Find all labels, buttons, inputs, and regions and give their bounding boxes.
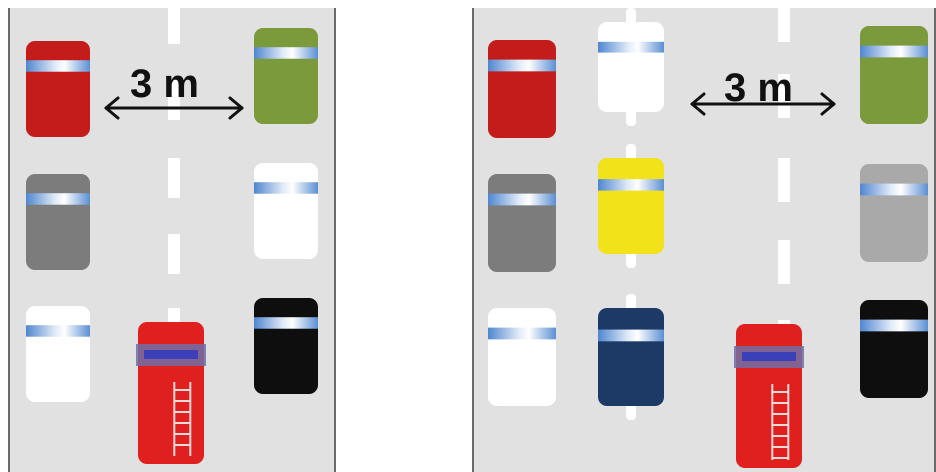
car-body	[860, 164, 928, 262]
road-diagram-right: 3 m	[472, 8, 936, 472]
windshield	[254, 182, 318, 194]
lane-dash	[168, 8, 180, 44]
car-body	[254, 28, 318, 124]
car-body	[488, 308, 556, 406]
motorcycle-yellow	[598, 144, 664, 268]
car-body	[488, 40, 556, 138]
car-white	[488, 308, 556, 406]
distance-label-right: 3 m	[724, 68, 793, 108]
road-scene-right	[474, 8, 936, 472]
car-gray	[26, 174, 90, 270]
windshield	[26, 60, 90, 72]
motorcycle-body	[598, 22, 664, 112]
road-diagram-left: 3 m	[8, 8, 336, 472]
car-body	[254, 298, 318, 394]
windshield	[488, 194, 556, 206]
lane-dash	[168, 158, 180, 198]
truck-body	[736, 324, 802, 468]
truck-body	[138, 322, 204, 464]
windshield	[488, 328, 556, 340]
car-body	[860, 26, 928, 124]
car-white	[26, 306, 90, 402]
car-green	[860, 26, 928, 124]
light-bar-core	[144, 350, 198, 359]
windshield	[598, 330, 664, 342]
windshield	[488, 60, 556, 72]
distance-label-left: 3 m	[130, 64, 199, 104]
car-red	[488, 40, 556, 138]
car-black	[860, 300, 928, 398]
car-body	[26, 306, 90, 402]
windshield	[860, 320, 928, 332]
windshield	[254, 317, 318, 329]
fire-truck	[136, 322, 206, 464]
windshield	[860, 184, 928, 196]
car-white	[254, 163, 318, 259]
lane-dash	[778, 8, 790, 42]
car-body	[26, 174, 90, 270]
windshield	[598, 42, 664, 53]
car-gray	[860, 164, 928, 262]
car-body	[488, 174, 556, 272]
windshield	[26, 325, 90, 337]
windshield	[254, 47, 318, 59]
car-body	[26, 41, 90, 137]
windshield	[26, 193, 90, 205]
car-red	[26, 41, 90, 137]
car-body	[254, 163, 318, 259]
car-black	[254, 298, 318, 394]
windshield	[860, 46, 928, 58]
lane-dash	[168, 234, 180, 274]
windshield	[598, 179, 664, 191]
car-green	[254, 28, 318, 124]
lane-dash	[778, 240, 790, 284]
light-bar-core	[742, 352, 796, 361]
car-gray	[488, 174, 556, 272]
fire-truck	[734, 324, 804, 468]
motorcycle-navy	[598, 294, 664, 420]
motorcycle-body	[598, 308, 664, 406]
car-body	[860, 300, 928, 398]
motorcycle-white	[598, 8, 664, 126]
lane-dash	[778, 158, 790, 202]
motorcycle-body	[598, 158, 664, 254]
